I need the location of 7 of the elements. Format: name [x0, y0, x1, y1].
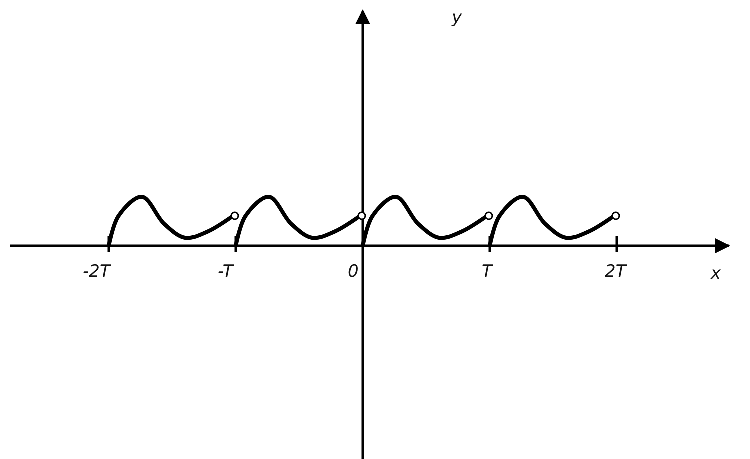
- axis-label: x: [711, 266, 722, 283]
- axis-label: y: [452, 10, 462, 27]
- tick-label: -T: [218, 264, 234, 281]
- tick-label: 0: [348, 264, 359, 281]
- tick-label: 2T: [605, 264, 626, 281]
- tick-label: -2T: [83, 264, 110, 281]
- tick-label: T: [482, 264, 492, 281]
